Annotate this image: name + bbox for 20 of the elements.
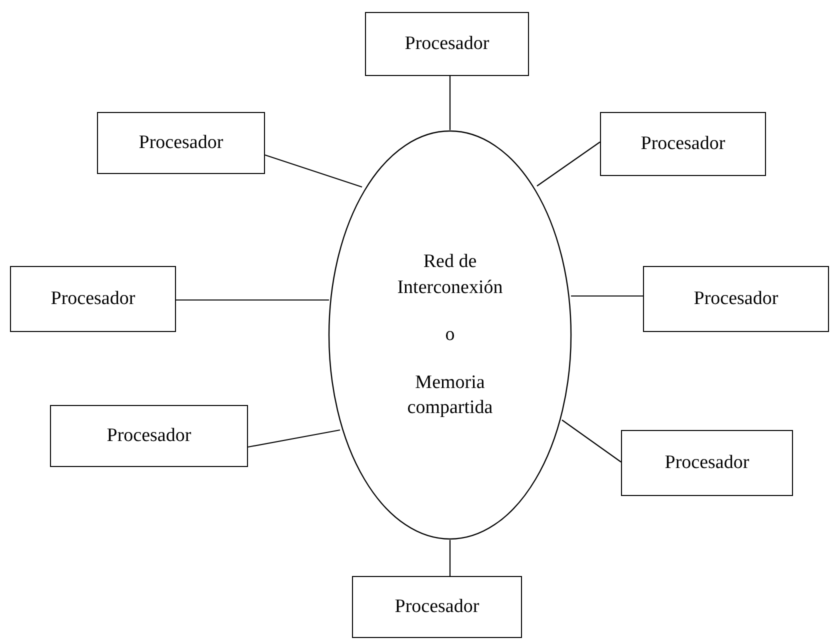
connector-line bbox=[449, 76, 451, 130]
ellipse-label: Memoria compartida bbox=[406, 370, 494, 420]
connector-line bbox=[562, 420, 622, 462]
connector-line bbox=[248, 429, 340, 448]
processor-box: Procesador bbox=[352, 576, 522, 638]
processor-box: Procesador bbox=[365, 12, 529, 76]
ellipse-label: Red de Interconexión bbox=[396, 250, 504, 300]
processor-box: Procesador bbox=[97, 112, 265, 174]
processor-box: Procesador bbox=[643, 266, 829, 332]
connector-line bbox=[264, 154, 362, 188]
ellipse-outline bbox=[328, 130, 572, 540]
processor-box: Procesador bbox=[600, 112, 766, 176]
connector-line bbox=[449, 540, 451, 576]
processor-box: Procesador bbox=[10, 266, 176, 332]
processor-box: Procesador bbox=[621, 430, 793, 496]
connector-line bbox=[571, 295, 643, 297]
connector-line bbox=[176, 299, 329, 301]
connector-line bbox=[536, 142, 600, 186]
ellipse-label: o bbox=[444, 323, 456, 348]
processor-box: Procesador bbox=[50, 405, 248, 467]
